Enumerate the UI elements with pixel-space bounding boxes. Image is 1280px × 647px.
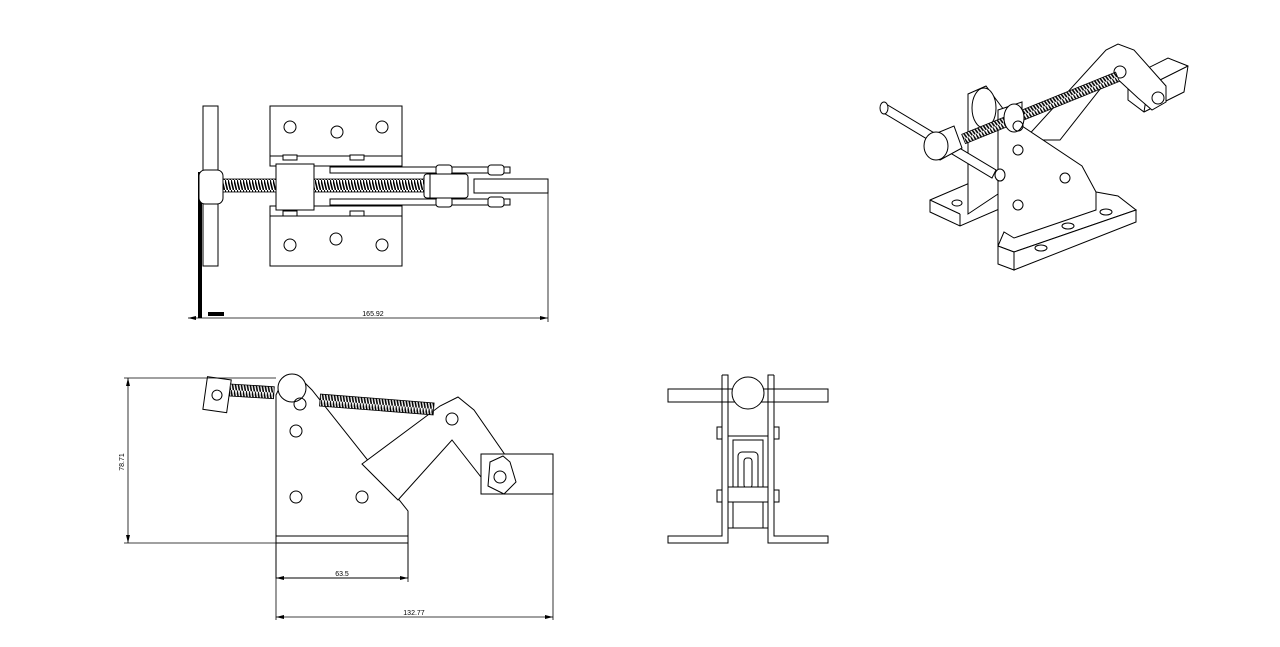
side-handle-block	[202, 376, 232, 414]
hub-block	[275, 163, 315, 211]
iso-spring	[961, 71, 1120, 145]
front-knob	[731, 376, 765, 410]
isometric-view	[879, 43, 1189, 271]
spring-left	[222, 178, 277, 193]
knob	[198, 169, 224, 205]
link-arm-upper	[329, 166, 511, 174]
plunger-bar	[473, 178, 549, 194]
ground-marker	[198, 172, 202, 318]
dimension-label: 78.71	[119, 453, 126, 471]
side-view: 78.71 63.5 132.77	[119, 373, 554, 620]
dimension-label: 165.92	[362, 311, 384, 318]
dimension-label: 132.77	[403, 610, 425, 617]
link-arm-lower	[329, 198, 511, 206]
iso-knob	[923, 131, 949, 161]
dimension-overall-length: 132.77	[275, 494, 554, 620]
dimension-base-length: 63.5	[276, 543, 409, 582]
spring-right	[313, 178, 427, 193]
top-view: 165.92	[188, 105, 549, 322]
dimension-top-overall-length: 165.92	[188, 193, 549, 322]
dimension-side-height: 78.71	[119, 377, 276, 544]
front-view	[667, 374, 829, 544]
side-spring-left	[229, 383, 275, 400]
upper-mounting-plate	[269, 105, 403, 167]
lower-mounting-plate	[269, 205, 403, 267]
clevis	[423, 173, 469, 199]
side-spring-right	[319, 393, 435, 416]
dimension-label: 63.5	[335, 571, 349, 578]
